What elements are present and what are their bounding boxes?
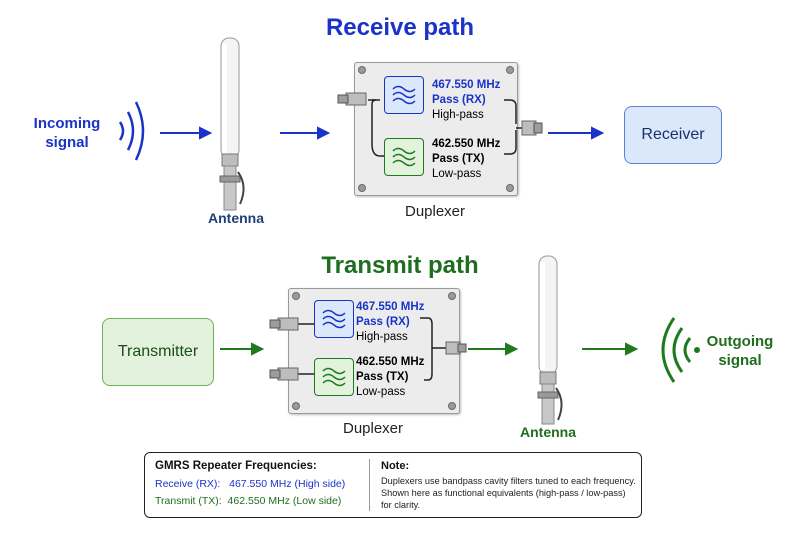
receive-duplexer xyxy=(354,62,518,196)
legend-note-line: Shown here as functional equivalents (hi… xyxy=(381,488,626,498)
transmit-path-title: Transmit path xyxy=(321,252,479,279)
outgoing-signal-label: Outgoing signal xyxy=(706,333,774,369)
transmit-top-pass: Pass (RX) xyxy=(356,316,410,328)
receive-top-filter-text: 467.550 MHz Pass (RX) High-pass xyxy=(432,78,500,123)
receive-lowpass-filter-icon xyxy=(384,138,424,176)
transmit-antenna-icon xyxy=(537,255,563,425)
receive-duplexer-wiring xyxy=(337,92,543,157)
receiver-box: Receiver xyxy=(624,106,722,164)
receive-top-type: High-pass xyxy=(432,109,484,121)
transmit-top-filter-text: 467.550 MHz Pass (RX) High-pass xyxy=(356,300,424,345)
frequency-legend: GMRS Repeater Frequencies: Receive (RX):… xyxy=(144,452,642,518)
receive-top-freq: 467.550 MHz xyxy=(432,79,501,91)
legend-tx-label: Transmit (TX): xyxy=(155,495,222,507)
receive-bottom-freq: 462.550 MHz xyxy=(432,138,501,150)
transmit-duplexer-label: Duplexer xyxy=(342,420,404,437)
legend-note-heading: Note: xyxy=(381,460,410,472)
transmit-bottom-pass: Pass (TX) xyxy=(356,371,409,383)
receive-arrows xyxy=(160,126,605,140)
legend-tx-row: Transmit (TX): 462.550 MHz (Low side) xyxy=(155,495,341,507)
legend-rx-value: 467.550 MHz (High side) xyxy=(229,478,346,490)
transmit-bottom-type: Low-pass xyxy=(356,386,406,398)
legend-rx-label: Receive (RX): xyxy=(155,478,221,490)
legend-note-line: for clarity. xyxy=(381,500,421,510)
transmit-bottom-freq: 462.550 MHz xyxy=(356,356,425,368)
receive-bottom-filter-text: 462.550 MHz Pass (TX) Low-pass xyxy=(432,137,500,182)
legend-note-text: Duplexers use bandpass cavity filters tu… xyxy=(381,475,636,511)
legend-heading: GMRS Repeater Frequencies: xyxy=(155,460,317,472)
receive-top-pass: Pass (RX) xyxy=(432,94,486,106)
legend-divider xyxy=(369,459,370,511)
receive-path-title: Receive path xyxy=(325,14,475,41)
transmit-top-type: High-pass xyxy=(356,331,408,343)
transmit-bottom-filter-text: 462.550 MHz Pass (TX) Low-pass xyxy=(356,355,424,400)
incoming-signal-label: Incoming signal xyxy=(33,115,101,151)
transmit-arrows xyxy=(220,342,639,356)
outgoing-signal-waves-icon xyxy=(661,317,700,383)
legend-rx-row: Receive (RX): 467.550 MHz (High side) xyxy=(155,478,345,490)
receive-antenna-label: Antenna xyxy=(208,210,264,226)
transmit-highpass-filter-icon xyxy=(314,300,354,338)
transmit-lowpass-filter-icon xyxy=(314,358,354,396)
transmit-top-freq: 467.550 MHz xyxy=(356,301,425,313)
receive-antenna-icon xyxy=(219,37,245,211)
transmitter-box: Transmitter xyxy=(102,318,214,386)
receive-bottom-pass: Pass (TX) xyxy=(432,153,485,165)
transmit-antenna-label: Antenna xyxy=(520,424,576,440)
legend-tx-value: 462.550 MHz (Low side) xyxy=(227,495,342,507)
incoming-signal-waves-icon xyxy=(118,101,145,161)
receive-bottom-type: Low-pass xyxy=(432,168,482,180)
legend-note-line: Duplexers use bandpass cavity filters tu… xyxy=(381,476,636,486)
transmit-duplexer-wiring xyxy=(269,317,467,381)
receive-duplexer-label: Duplexer xyxy=(404,203,466,220)
receive-highpass-filter-icon xyxy=(384,76,424,114)
